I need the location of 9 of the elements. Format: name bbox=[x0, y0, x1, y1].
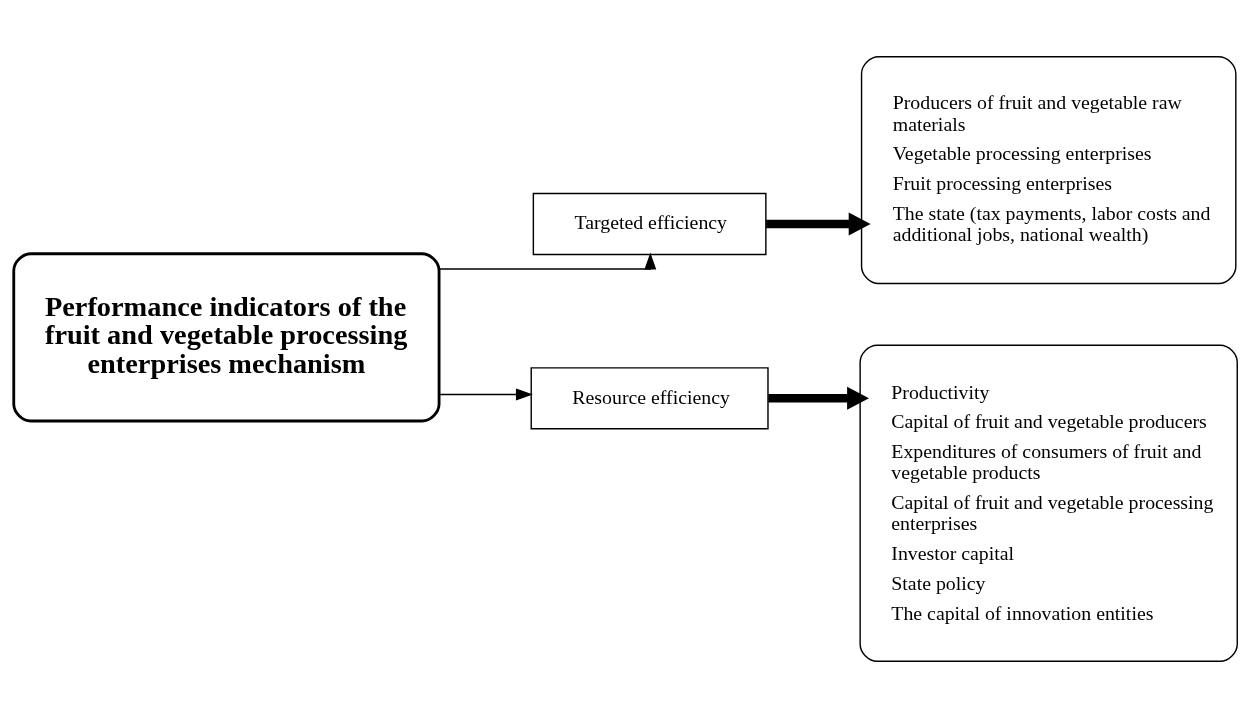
arrow bbox=[766, 211, 871, 235]
node-box: Producers of fruit and vegetable raw materials Vegetable processing enterprises Fruit processing enterprises The state (tax payments, labor costs and additional jobs, national wealth) bbox=[860, 55, 1237, 284]
node-box: Productivity Capital of fruit and vegetable producers Expenditures of consumers of fruit and vegetable products Capital of fruit and vegetable processing enterprises Investor capital State policy The capital of innovation entities bbox=[859, 343, 1238, 662]
arrow bbox=[438, 252, 657, 270]
arrow bbox=[768, 386, 869, 410]
node-box: Targeted efficiency bbox=[532, 192, 767, 255]
node-box: Resource efficiency bbox=[530, 366, 769, 430]
node-box: Performance indicators of the fruit and vegetable processing enterprises mechanism bbox=[12, 251, 441, 422]
arrow bbox=[438, 387, 533, 400]
